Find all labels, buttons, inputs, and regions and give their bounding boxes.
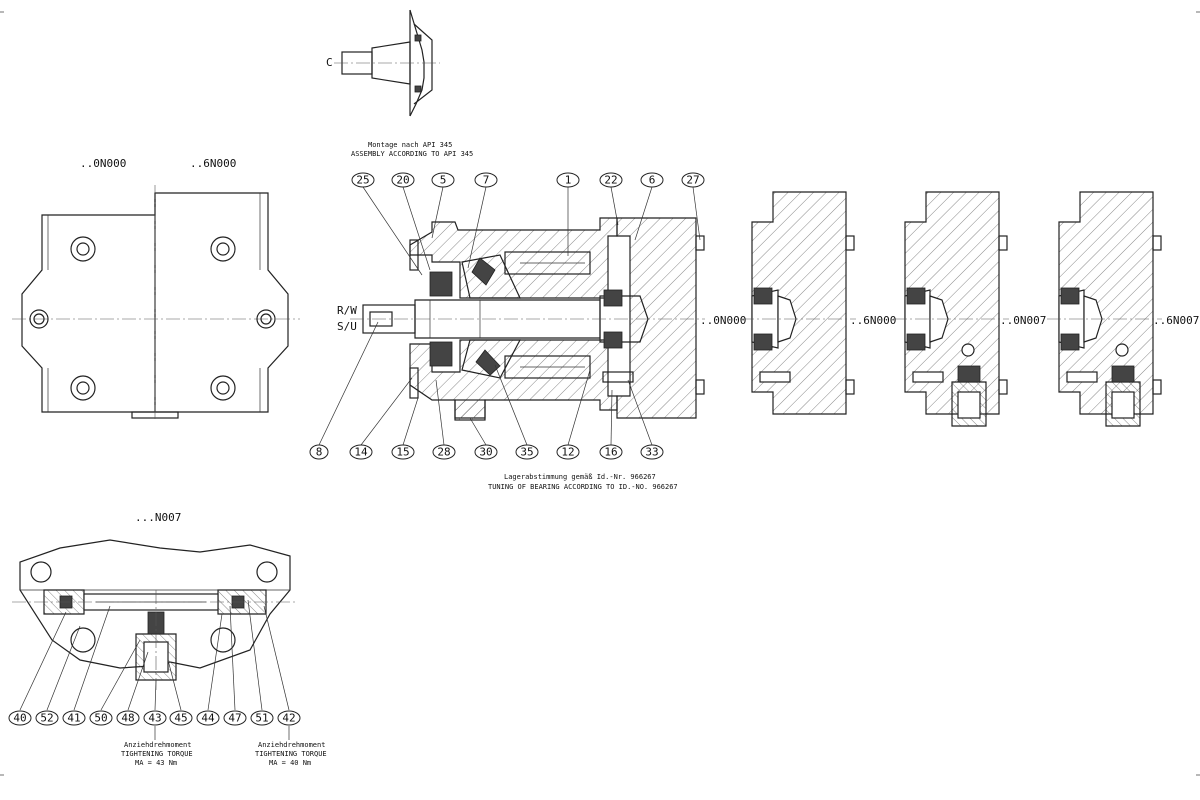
svg-text:30: 30 (479, 446, 492, 459)
svg-text:14: 14 (354, 446, 368, 459)
balloon-15 (391, 444, 415, 460)
balloon-16 (599, 444, 623, 460)
svg-text:6: 6 (649, 174, 656, 187)
svg-text:35: 35 (520, 446, 533, 459)
balloon-40 (8, 710, 32, 726)
section-label-0n000: ..0N000 (700, 314, 746, 327)
rotation-label-rw: R/W (337, 304, 357, 317)
assembly-note-de: Montage nach API 345 (368, 141, 452, 149)
svg-text:48: 48 (121, 712, 134, 725)
balloon-12 (556, 444, 580, 460)
balloon-41 (62, 710, 86, 726)
n007-view-label: ...N007 (135, 511, 181, 524)
balloon-28 (432, 444, 456, 460)
svg-text:51: 51 (255, 712, 268, 725)
svg-text:28: 28 (437, 446, 450, 459)
front-view-label-6n000: ..6N000 (190, 157, 236, 170)
main-section-view: Montage nach API 345 ASSEMBLY ACCORDING … (337, 141, 746, 491)
balloon-50 (89, 710, 113, 726)
svg-text:44: 44 (201, 712, 215, 725)
balloon-35 (515, 444, 539, 460)
leader-lines-main (318, 186, 701, 446)
balloon-7 (474, 172, 498, 188)
balloon-14 (349, 444, 373, 460)
torque1-en: TIGHTENING TORQUE (121, 750, 193, 758)
balloon-25 (351, 172, 375, 188)
detail-view-c: C (326, 9, 440, 117)
svg-text:16: 16 (604, 446, 617, 459)
leader-lines-n007 (19, 599, 290, 711)
balloons-n007-row: 40 52 41 50 48 43 45 44 47 51 42 (8, 710, 301, 726)
balloon-5 (431, 172, 455, 188)
svg-text:27: 27 (686, 174, 699, 187)
front-view-label-0n000: ..0N000 (80, 157, 126, 170)
svg-text:20: 20 (396, 174, 409, 187)
balloon-20 (391, 172, 415, 188)
frame-marks (0, 11, 1200, 776)
svg-text:50: 50 (94, 712, 107, 725)
svg-text:1: 1 (565, 174, 572, 187)
torque2-en: TIGHTENING TORQUE (255, 750, 327, 758)
svg-text:33: 33 (645, 446, 658, 459)
balloons-bottom-row: 8 14 15 28 30 35 12 16 33 (309, 444, 664, 460)
balloons-top-row: 25 20 5 7 1 22 6 27 (351, 172, 705, 188)
assembly-note-en: ASSEMBLY ACCORDING TO API 345 (351, 150, 473, 158)
section-label-6n000: ..6N000 (850, 314, 896, 327)
balloon-33 (640, 444, 664, 460)
balloon-51 (250, 710, 274, 726)
rotation-label-su: S/U (337, 320, 357, 333)
section-view-6n000: ..6N000 (740, 191, 896, 415)
balloon-6 (640, 172, 664, 188)
torque1-value: MA = 43 Nm (135, 759, 177, 767)
bearing-note-en: TUNING OF BEARING ACCORDING TO ID.-NO. 9… (488, 483, 678, 491)
n007-view: ...N007 (12, 511, 298, 690)
balloon-42 (277, 710, 301, 726)
svg-text:25: 25 (356, 174, 369, 187)
balloon-44 (196, 710, 220, 726)
detail-c-label: C (326, 56, 333, 69)
svg-text:52: 52 (40, 712, 53, 725)
svg-text:15: 15 (396, 446, 409, 459)
balloon-48 (116, 710, 140, 726)
torque-notes: Anziehdrehmoment TIGHTENING TORQUE MA = … (121, 726, 327, 767)
balloon-30 (474, 444, 498, 460)
balloon-45 (169, 710, 193, 726)
torque1-de: Anziehdrehmoment (124, 741, 191, 749)
balloon-1 (556, 172, 580, 188)
svg-text:5: 5 (440, 174, 447, 187)
balloon-52 (35, 710, 59, 726)
svg-text:40: 40 (13, 712, 26, 725)
svg-text:8: 8 (316, 446, 323, 459)
section-view-0n007: ..0N007 (893, 191, 1046, 427)
section-view-6n007: ..6N007 (1047, 191, 1199, 427)
svg-text:22: 22 (604, 174, 617, 187)
bearing-note-de: Lagerabstimmung gemäß Id.-Nr. 966267 (504, 473, 656, 481)
svg-text:41: 41 (67, 712, 80, 725)
svg-text:42: 42 (282, 712, 295, 725)
svg-text:47: 47 (228, 712, 241, 725)
section-label-0n007: ..0N007 (1000, 314, 1046, 327)
torque2-value: MA = 40 Nm (269, 759, 311, 767)
balloon-47 (223, 710, 247, 726)
svg-text:45: 45 (174, 712, 187, 725)
balloon-8 (309, 444, 329, 460)
balloon-22 (599, 172, 623, 188)
section-label-6n007: ..6N007 (1153, 314, 1199, 327)
front-view: ..0N000 ..6N000 (12, 157, 300, 420)
balloon-43 (143, 710, 167, 726)
torque2-de: Anziehdrehmoment (258, 741, 325, 749)
svg-text:12: 12 (561, 446, 574, 459)
svg-text:43: 43 (148, 712, 161, 725)
svg-text:7: 7 (483, 174, 490, 187)
balloon-27 (681, 172, 705, 188)
